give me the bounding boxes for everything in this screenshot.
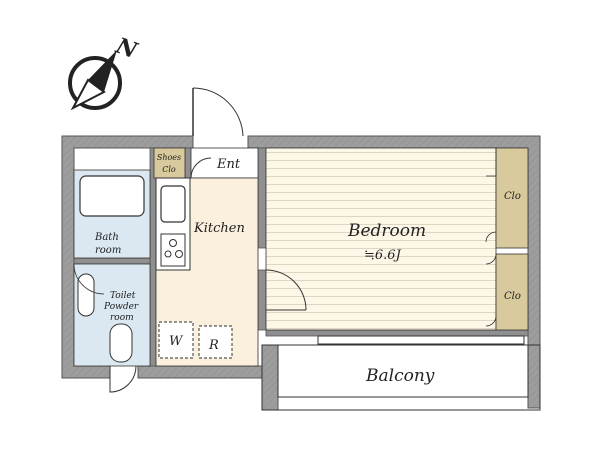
kitchen-label: Kitchen bbox=[193, 221, 245, 236]
toilet-powder-room: Toilet Powder room bbox=[73, 263, 151, 393]
bedroom: Bedroom ≒6.6J bbox=[265, 147, 525, 345]
washer-space bbox=[158, 321, 194, 359]
shoes-closet: Shoes Clo bbox=[153, 147, 186, 179]
balcony: Balcony bbox=[261, 344, 541, 411]
toilet-label-2: Powder bbox=[103, 302, 139, 312]
bedroom-area-label: ≒6.6J bbox=[364, 248, 402, 263]
toilet-label-1: Toilet bbox=[110, 291, 136, 301]
bath-label-2: room bbox=[95, 245, 121, 256]
stove-icon bbox=[160, 233, 186, 267]
toilet-icon bbox=[109, 323, 133, 363]
shoes-closet-label-2: Clo bbox=[162, 165, 176, 174]
sink-icon bbox=[160, 185, 186, 223]
closet-top: Clo bbox=[485, 147, 529, 249]
wash-basin-icon bbox=[77, 273, 95, 317]
entrance-label: Ent bbox=[216, 157, 241, 172]
washer-label: W bbox=[169, 334, 184, 349]
compass-north-label: N bbox=[112, 32, 142, 64]
bedroom-label: Bedroom bbox=[347, 221, 426, 241]
bath-room: Bath room bbox=[73, 169, 151, 259]
closet-bottom: Clo bbox=[485, 253, 529, 331]
fridge-label: R bbox=[208, 338, 219, 353]
shoes-closet-label-1: Shoes bbox=[157, 153, 181, 162]
kitchen: Kitchen W R bbox=[155, 177, 259, 367]
balcony-label: Balcony bbox=[365, 366, 435, 386]
north-compass-icon: N bbox=[68, 32, 142, 111]
entrance: Ent bbox=[190, 87, 259, 179]
bathtub-icon bbox=[79, 175, 145, 217]
toilet-label-3: room bbox=[110, 313, 134, 323]
bath-label-1: Bath bbox=[94, 232, 119, 243]
closet-top-label: Clo bbox=[504, 191, 521, 202]
closet-bottom-label: Clo bbox=[504, 291, 521, 302]
fridge-space bbox=[198, 325, 233, 359]
